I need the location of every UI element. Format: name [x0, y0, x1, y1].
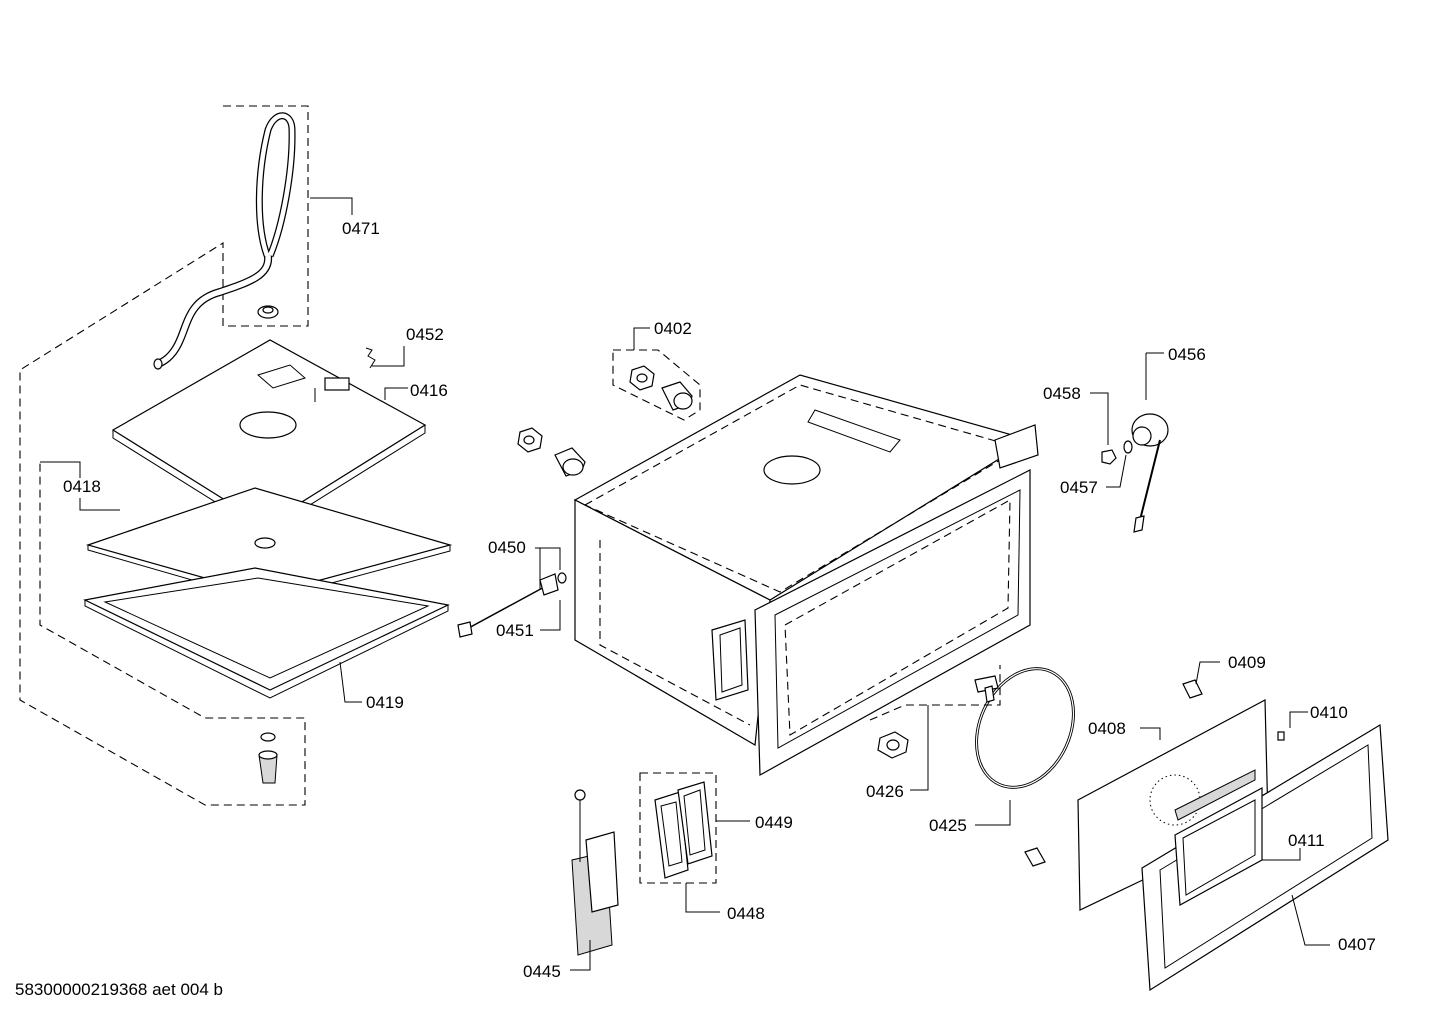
callout-0410: 0410 — [1310, 703, 1348, 722]
foot-part[interactable] — [258, 732, 278, 784]
washer-part-0457[interactable] — [1106, 440, 1133, 488]
gasket-frame-part-0419[interactable] — [83, 567, 450, 699]
temperature-sensor-part-0450[interactable] — [457, 547, 567, 638]
callout-0450: 0450 — [488, 538, 526, 557]
callout-labels: 0471 0452 0416 0418 0419 0402 0450 0451 … — [63, 219, 1376, 981]
nut-and-sleeve-part-0402[interactable] — [612, 327, 701, 421]
gasket-group-part-0449[interactable] — [639, 772, 750, 913]
callout-0451: 0451 — [496, 621, 534, 640]
callout-0457: 0457 — [1060, 478, 1098, 497]
pin-part-0452[interactable] — [365, 347, 376, 369]
callout-0426: 0426 — [866, 782, 904, 801]
heater-element-part-0445[interactable] — [570, 789, 619, 971]
callout-0407: 0407 — [1338, 935, 1376, 954]
fan-motor-part-0456[interactable] — [1131, 352, 1169, 533]
callout-0419: 0419 — [366, 693, 404, 712]
callout-0449: 0449 — [755, 813, 793, 832]
drain-hose-part-0471[interactable] — [153, 112, 296, 370]
oven-cavity-assembly[interactable] — [573, 374, 1039, 777]
callout-0448: 0448 — [727, 904, 765, 923]
left-assembly-group — [19, 105, 453, 806]
callout-0408: 0408 — [1088, 719, 1126, 738]
nut-and-sleeve-left[interactable] — [517, 427, 586, 477]
callout-0425: 0425 — [929, 816, 967, 835]
bolt-lower[interactable] — [1024, 847, 1046, 867]
callout-0402: 0402 — [654, 319, 692, 338]
door-frame-part-0407[interactable] — [1141, 723, 1389, 992]
clip-part-0410[interactable] — [1277, 711, 1308, 741]
bolt-part-0409[interactable] — [1182, 661, 1220, 699]
heating-element-ring-part-0425[interactable] — [958, 653, 1092, 826]
left-group-boundary — [19, 105, 309, 806]
drawing-id-label: 58300000219368 aet 004 b — [15, 980, 223, 999]
callout-0471: 0471 — [342, 219, 380, 238]
callout-0416: 0416 — [410, 381, 448, 400]
callout-0411: 0411 — [1288, 831, 1325, 850]
callout-0409: 0409 — [1228, 653, 1266, 672]
callout-0418: 0418 — [63, 477, 101, 496]
callout-0445: 0445 — [523, 962, 561, 981]
nut-part-0458[interactable] — [1090, 392, 1117, 465]
callout-0456: 0456 — [1168, 345, 1206, 364]
nut-part-0426[interactable] — [869, 665, 1001, 791]
callout-0458: 0458 — [1043, 384, 1081, 403]
callout-0452: 0452 — [406, 325, 444, 344]
